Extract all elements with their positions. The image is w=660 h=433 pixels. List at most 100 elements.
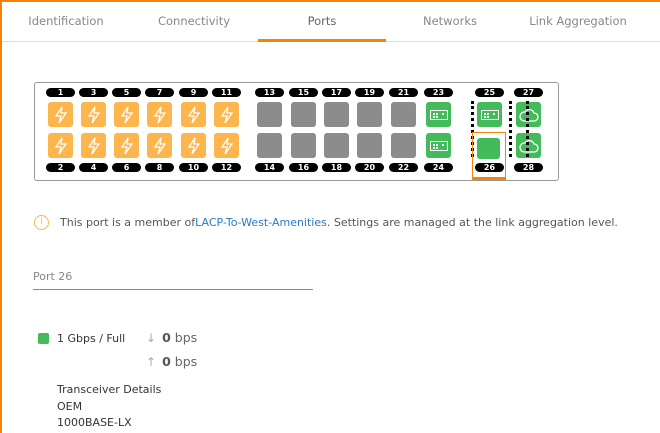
cloud-icon [518,139,539,153]
port-13[interactable] [257,102,282,127]
selected-port-highlight [472,132,506,180]
arrow-up-icon: ↑ [146,355,157,369]
info-icon: i [34,215,49,230]
port-label: 25 [475,88,504,97]
port-11[interactable] [214,102,239,127]
port-label: 9 [179,88,208,97]
tab-networks[interactable]: Networks [422,14,477,28]
port-23[interactable] [426,102,451,127]
port-20[interactable] [357,133,382,158]
port-5[interactable] [114,102,139,127]
port-6[interactable] [114,133,139,158]
cloud-icon [518,108,539,122]
poe-bolt-icon [220,137,234,155]
down-unit: bps [174,330,198,345]
port-22[interactable] [391,133,416,158]
port-label: 27 [514,88,543,97]
lag-group-marker [509,101,512,157]
transceiver-title: Transceiver Details [57,383,162,396]
port-label: 14 [255,163,284,172]
port-label: 1 [46,88,75,97]
port-25[interactable] [477,102,502,127]
port-4[interactable] [81,133,106,158]
port-10[interactable] [181,133,206,158]
port-17[interactable] [324,102,349,127]
port-15[interactable] [291,102,316,127]
link-status-indicator [38,333,49,344]
transceiver-type: 1000BASE-LX [57,416,132,429]
port-label: 20 [355,163,384,172]
port-label: 18 [322,163,351,172]
poe-bolt-icon [187,106,201,124]
poe-bolt-icon [54,137,68,155]
lag-link[interactable]: LACP-To-West-Amenities [195,216,327,229]
port-label: 7 [145,88,174,97]
transceiver-details: Transceiver Details OEM 1000BASE-LX [57,382,161,432]
poe-bolt-icon [120,106,134,124]
port-9[interactable] [181,102,206,127]
poe-bolt-icon [220,106,234,124]
tab-connectivity[interactable]: Connectivity [157,14,231,28]
port-24[interactable] [426,133,451,158]
lag-group-marker [526,101,529,157]
notice-prefix: This port is a member of [60,216,196,229]
up-unit: bps [174,354,198,369]
notice-suffix: . Settings are managed at the link aggre… [326,216,618,229]
port-label: 11 [212,88,241,97]
port-18[interactable] [324,133,349,158]
lag-member-notice: i This port is a member of LACP-To-West-… [34,215,618,230]
tab-identification[interactable]: Identification [28,14,104,28]
port-label: 16 [289,163,318,172]
port-label: 3 [79,88,108,97]
port-label: 6 [112,163,141,172]
link-speed: 1 Gbps / Full [38,332,125,345]
port-3[interactable] [81,102,106,127]
poe-bolt-icon [153,106,167,124]
port-21[interactable] [391,102,416,127]
port-label: 17 [322,88,351,97]
port-label: 23 [424,88,453,97]
poe-bolt-icon [153,137,167,155]
speed-label: 1 Gbps / Full [57,332,126,345]
poe-bolt-icon [87,137,101,155]
tab-bar: Identification Connectivity Ports Networks L… [2,2,660,42]
port-label: 21 [389,88,418,97]
port-2[interactable] [48,133,73,158]
tab-link-aggregation[interactable]: Link Aggregation [529,14,627,28]
port-1[interactable] [48,102,73,127]
port-label: 4 [79,163,108,172]
port-label: 12 [212,163,241,172]
port-label: 26 [475,163,504,172]
poe-bolt-icon [87,106,101,124]
up-value: 0 [162,354,171,369]
poe-bolt-icon [54,106,68,124]
port-label: 15 [289,88,318,97]
port-12[interactable] [214,133,239,158]
arrow-down-icon: ↓ [146,331,157,345]
lag-group-marker [471,101,474,157]
port-label: 28 [514,163,543,172]
port-label: 10 [179,163,208,172]
port-8[interactable] [147,133,172,158]
port-7[interactable] [147,102,172,127]
port-19[interactable] [357,102,382,127]
transceiver-vendor: OEM [57,399,83,413]
poe-bolt-icon [187,137,201,155]
poe-bolt-icon [120,137,134,155]
port-label: 24 [424,163,453,172]
port-label: 5 [112,88,141,97]
port-14[interactable] [257,133,282,158]
port-26[interactable] [477,138,500,159]
sfp-module-icon [429,140,448,151]
port-label: 19 [355,88,384,97]
port-name-field[interactable]: Port 26 [33,270,313,290]
tab-ports[interactable]: Ports [258,2,386,42]
port-label: 2 [46,163,75,172]
port-label: 8 [145,163,174,172]
port-label: 22 [389,163,418,172]
port-16[interactable] [291,133,316,158]
